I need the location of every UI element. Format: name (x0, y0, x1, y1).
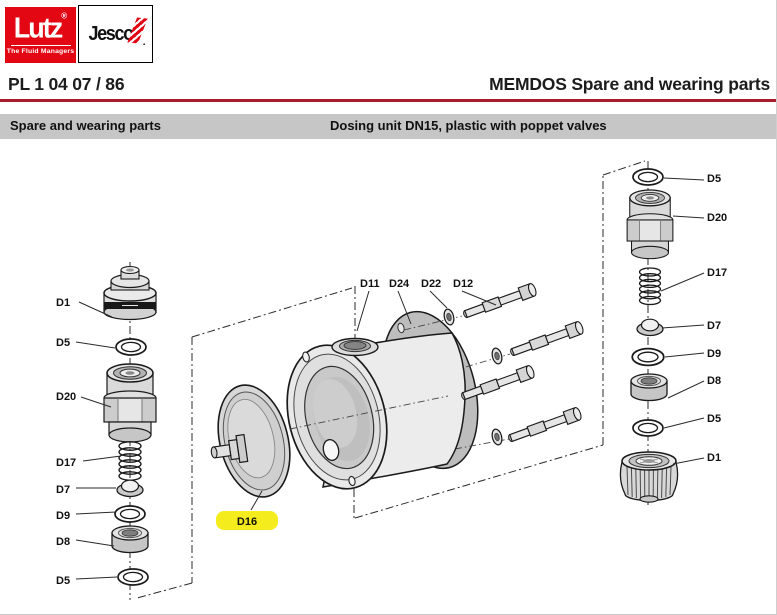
label-d12: D12 (453, 278, 473, 290)
part-d7-left (116, 479, 144, 498)
section-bar: Spare and wearing parts Dosing unit DN15… (0, 114, 776, 139)
headline-row: PL 1 04 07 / 86 MEMDOS Spare and wearing… (8, 74, 770, 95)
left-column-labels: D1 D5 D20 D17 D7 D9 D8 D5 (56, 297, 76, 587)
label-d22: D22 (421, 278, 441, 290)
label-d17-left: D17 (56, 457, 76, 469)
label-d8-right: D8 (707, 375, 721, 387)
part-d1-right (619, 451, 679, 503)
leader-lines (75, 177, 705, 580)
section-label-right: Dosing unit DN15, plastic with poppet va… (330, 118, 607, 133)
lutz-logo: Lutz® The Fluid Managers (5, 7, 76, 63)
doc-code: PL 1 04 07 / 86 (8, 74, 125, 94)
part-d9-right (631, 347, 665, 367)
label-d7-left: D7 (56, 484, 70, 496)
highlighted-label-d16[interactable]: D16 (216, 511, 278, 530)
header-rule (0, 99, 776, 102)
jesco-logo: Jesco . (78, 5, 153, 63)
right-column-labels: D5 D20 D17 D7 D9 D8 D5 D1 (707, 173, 727, 464)
label-d20-left: D20 (56, 391, 76, 403)
part-d9-left (114, 505, 146, 523)
part-d8-right (630, 373, 668, 402)
page-title: MEMDOS Spare and wearing parts (489, 74, 770, 94)
part-d17-right (638, 267, 662, 306)
part-dosing-head (286, 332, 466, 490)
label-d9-left: D9 (56, 510, 70, 522)
jesco-wordmark: Jesco (87, 23, 134, 45)
label-d5-left-bottom: D5 (56, 575, 70, 587)
part-d5-right-bottom (632, 419, 664, 437)
lutz-tagline: The Fluid Managers (6, 48, 75, 55)
label-d11: D11 (360, 278, 380, 290)
label-d5-right-bottom: D5 (707, 413, 721, 425)
lutz-divider (10, 45, 71, 46)
lutz-wordmark: Lutz® (13, 11, 68, 44)
left-valve-column (103, 265, 157, 586)
label-d5-right-top: D5 (707, 173, 721, 185)
label-d24: D24 (389, 278, 410, 290)
label-d1-right: D1 (707, 452, 721, 464)
label-d5-left-top: D5 (56, 337, 70, 349)
right-valve-column (619, 168, 679, 503)
top-row-labels: D11 D24 D22 D12 (360, 278, 473, 290)
diaphragm-stem (210, 433, 249, 464)
label-d9-right: D9 (707, 348, 721, 360)
part-d20-left (103, 363, 157, 443)
part-d5-left-top (115, 338, 147, 356)
jesco-dot: . (142, 37, 146, 48)
d16-highlight (216, 511, 278, 530)
parts-diagram: D1 D5 D20 D17 D7 D9 D8 D5 D11 D24 D22 D1… (56, 160, 727, 600)
part-diaphragm-d16 (210, 384, 291, 498)
part-d20-right (626, 189, 674, 260)
section-label-left: Spare and wearing parts (10, 118, 161, 133)
part-d1-left (103, 265, 157, 321)
label-d8-left: D8 (56, 536, 70, 548)
part-d5-left-bottom (117, 568, 149, 586)
part-bolts-d12 (459, 282, 586, 446)
part-d7-right (636, 318, 664, 337)
label-d7-right: D7 (707, 320, 721, 332)
part-d8-left (111, 525, 149, 554)
part-d5-right-top (632, 168, 664, 186)
label-d20-right: D20 (707, 212, 727, 224)
label-d16: D16 (237, 516, 257, 528)
label-d17-right: D17 (707, 267, 727, 279)
label-d1-left: D1 (56, 297, 70, 309)
